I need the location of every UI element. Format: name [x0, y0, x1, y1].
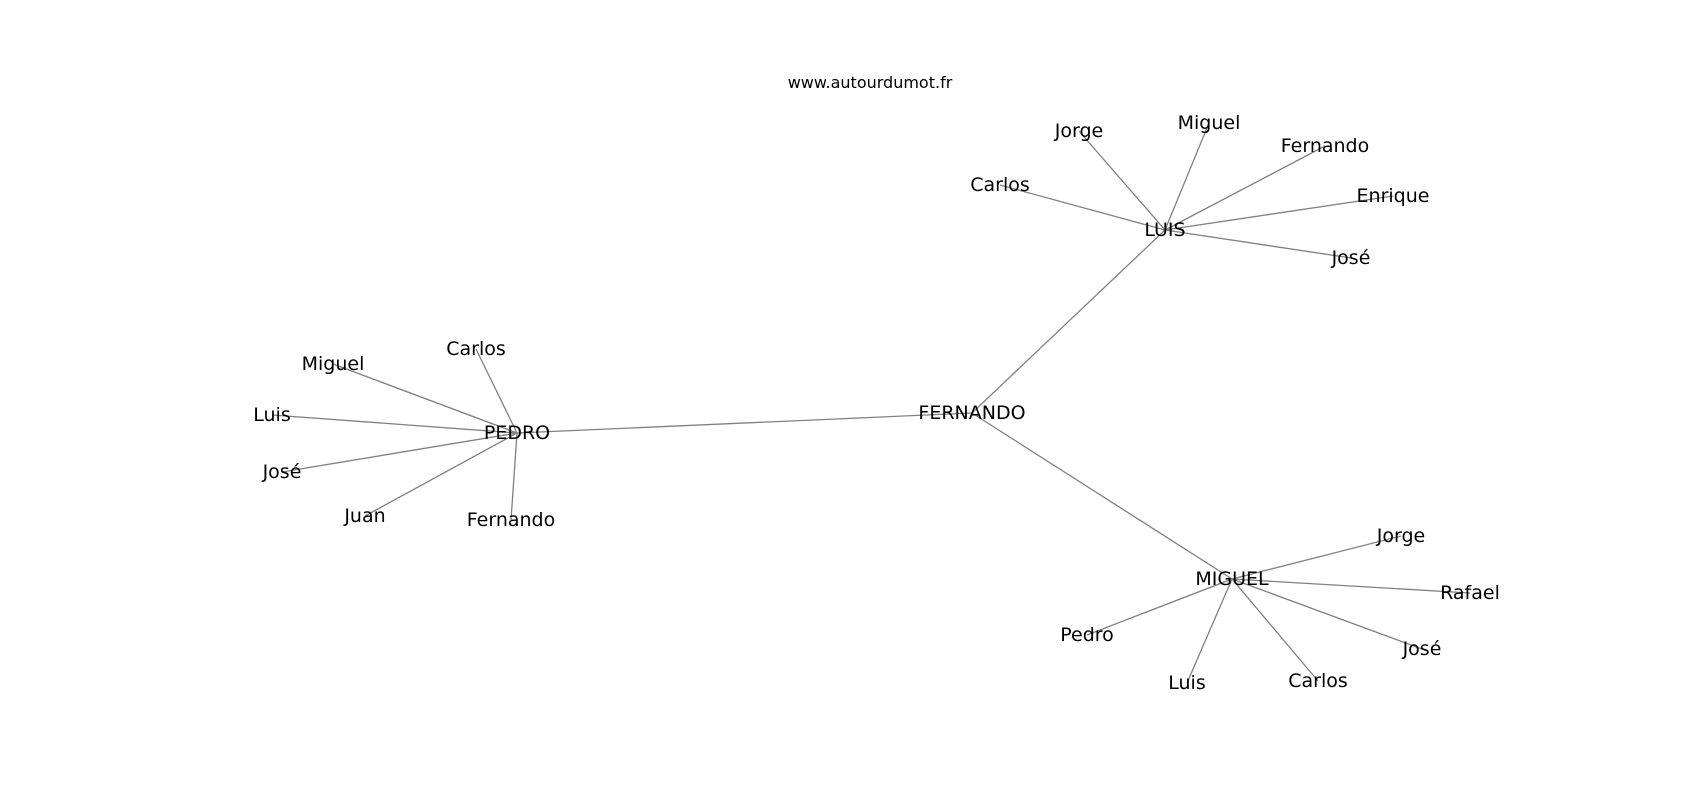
edge-miguel-pedro [1086, 578, 1233, 636]
edge-luis-miguel [1164, 122, 1210, 231]
node-leaf-luis-fernando: Fernando [1281, 135, 1369, 157]
node-leaf-pedro-miguel: Miguel [302, 353, 365, 375]
edge-layer [271, 122, 1471, 684]
node-leaf-miguel-carlos: Carlos [1288, 670, 1348, 692]
edge-pedro-miguel [332, 363, 518, 434]
node-center-fernando: FERNANDO [918, 402, 1025, 424]
node-leaf-miguel-pedro: Pedro [1060, 624, 1114, 646]
node-leaf-pedro-fernando: Fernando [467, 509, 555, 531]
edge-miguel-rafael [1231, 578, 1471, 594]
edge-pedro-carlos [475, 348, 518, 434]
edge-center-luis [971, 229, 1166, 414]
label-layer: www.autourdumot.fr FERNANDOPEDROCarlosMi… [253, 73, 1500, 694]
edge-pedro-jose [281, 432, 518, 473]
edge-pedro-fernando [510, 432, 518, 521]
edge-miguel-jose [1231, 578, 1423, 650]
edge-center-pedro [516, 412, 973, 434]
node-leaf-pedro-carlos: Carlos [446, 338, 506, 360]
edge-pedro-juan [364, 432, 518, 517]
node-leaf-miguel-jorge: Jorge [1376, 525, 1425, 547]
edge-luis-jorge [1078, 130, 1166, 231]
edge-miguel-luis [1186, 578, 1233, 684]
edge-pedro-luis [271, 414, 518, 434]
node-leaf-luis-jose: José [1331, 247, 1371, 269]
edge-luis-fernando [1164, 145, 1326, 231]
edge-miguel-carlos [1231, 578, 1319, 682]
edge-luis-enrique [1164, 195, 1394, 231]
node-leaf-pedro-juan: Juan [343, 505, 385, 527]
node-hub-luis: LUIS [1144, 219, 1185, 241]
node-leaf-luis-enrique: Enrique [1357, 185, 1430, 207]
node-leaf-luis-miguel: Miguel [1178, 112, 1241, 134]
edge-luis-jose [1164, 229, 1352, 259]
node-leaf-pedro-jose: José [262, 461, 302, 483]
node-leaf-miguel-luis: Luis [1168, 672, 1205, 694]
node-leaf-pedro-luis: Luis [253, 404, 290, 426]
edge-luis-carlos [999, 184, 1166, 231]
watermark-text: www.autourdumot.fr [788, 73, 953, 92]
edge-miguel-jorge [1231, 535, 1402, 580]
node-hub-miguel: MIGUEL [1195, 568, 1269, 590]
node-leaf-luis-jorge: Jorge [1054, 120, 1103, 142]
node-hub-pedro: PEDRO [484, 422, 550, 444]
node-leaf-miguel-rafael: Rafael [1440, 582, 1500, 604]
node-leaf-miguel-jose: José [1402, 638, 1442, 660]
node-leaf-luis-carlos: Carlos [970, 174, 1030, 196]
edge-center-miguel [971, 412, 1233, 580]
